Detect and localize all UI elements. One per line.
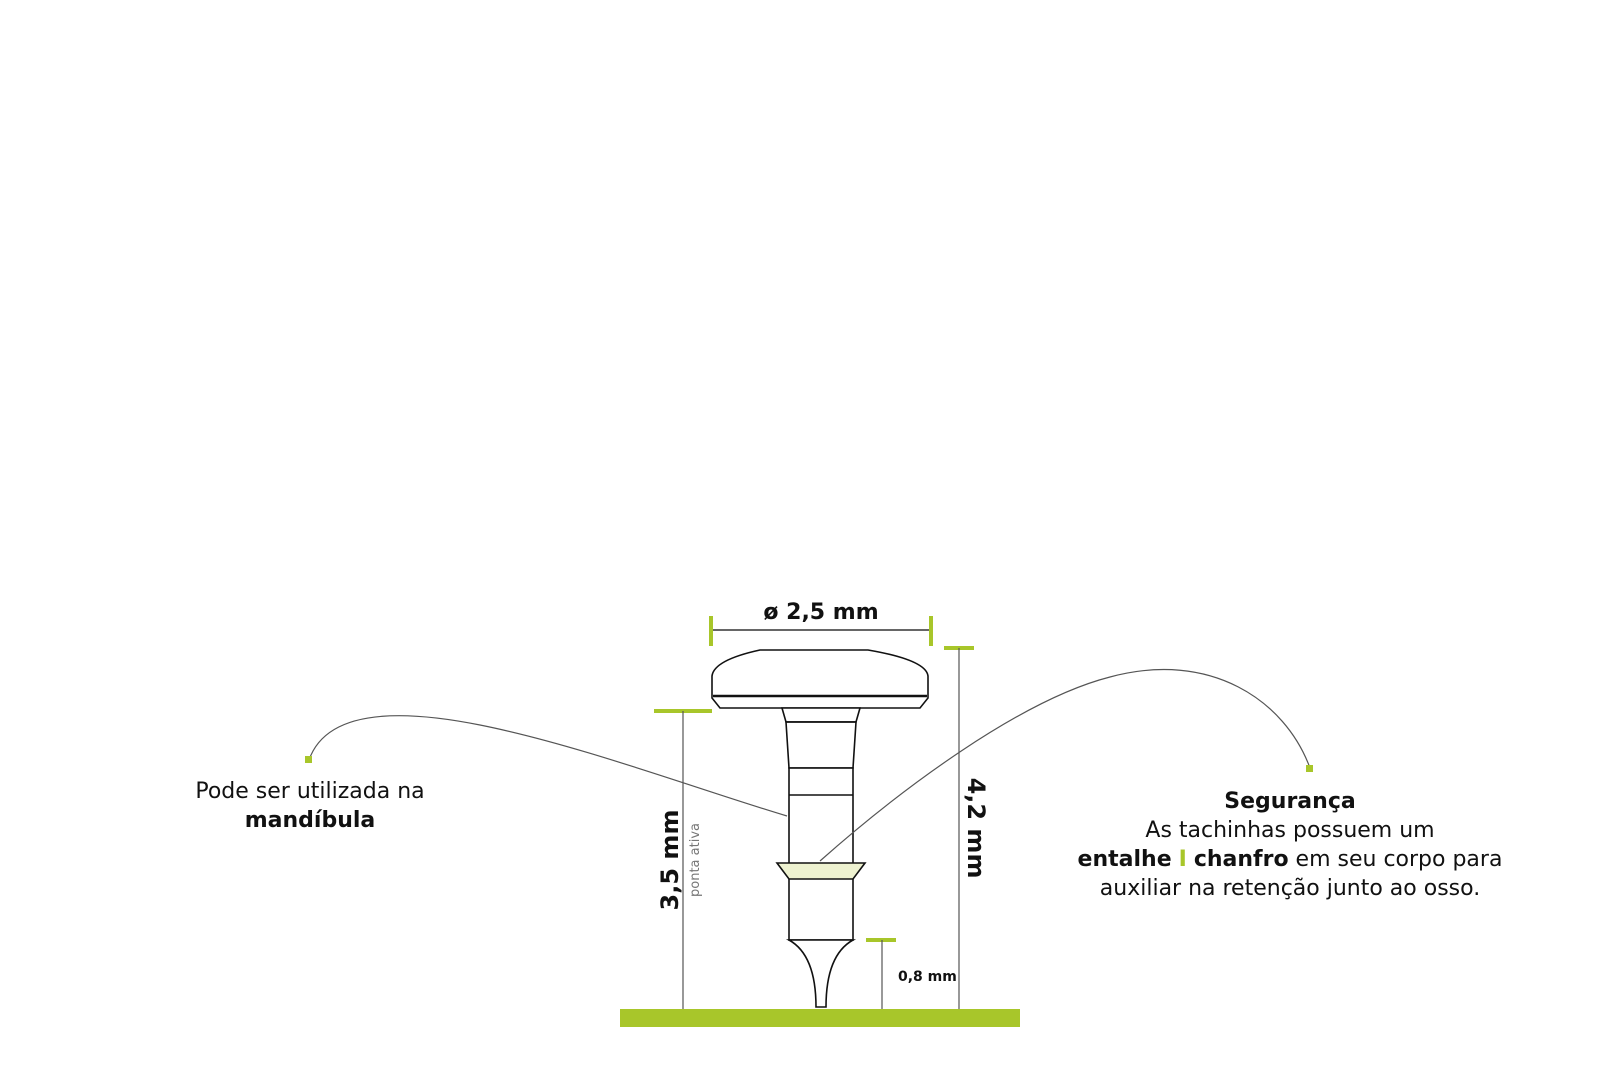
tip-length-dimension [866, 938, 896, 1009]
left-caption: Pode ser utilizada na mandíbula [170, 777, 450, 835]
right-caption-separator: I [1178, 847, 1187, 872]
right-caption-line2: entalhe I chanfro em seu corpo para [1070, 845, 1510, 874]
left-callout-line [308, 715, 788, 817]
right-caption: Segurança As tachinhas possuem um entalh… [1070, 787, 1510, 903]
right-caption-line2-rest: em seu corpo para [1288, 847, 1503, 872]
tack-neck [780, 707, 862, 723]
right-caption-line3: auxiliar na retenção junto ao osso. [1099, 876, 1481, 901]
ground-bar [620, 1009, 1020, 1027]
left-callout-dot [305, 756, 312, 763]
tack-head [711, 649, 929, 709]
head-diameter-label: ø 2,5 mm [763, 600, 878, 625]
right-caption-line1: As tachinhas possuem um [1145, 818, 1435, 843]
right-caption-chanfro: chanfro [1193, 847, 1289, 872]
tack-pin [711, 649, 929, 1008]
active-tip-note: ponta ativa [688, 823, 703, 897]
left-caption-line2: mandíbula [244, 808, 376, 833]
total-length-label: 4,2 mm [962, 778, 990, 879]
tip-length-label: 0,8 mm [898, 969, 957, 985]
active-tip-dimension [654, 709, 712, 1009]
tack-shaft [788, 767, 854, 941]
right-caption-entalhe: entalhe [1077, 847, 1172, 872]
head-diameter-dimension [709, 616, 933, 646]
active-tip-label: 3,5 mm [656, 810, 684, 911]
tack-upper-shaft [785, 721, 857, 769]
right-callout-line [819, 668, 1311, 862]
callout-lines [308, 668, 1311, 862]
right-callout-dot [1306, 765, 1313, 772]
tack-tip [785, 939, 857, 1008]
right-caption-title: Segurança [1224, 789, 1356, 814]
tack-chamfer [775, 862, 867, 880]
total-length-dimension [944, 646, 974, 1009]
left-caption-line1: Pode ser utilizada na [195, 779, 425, 804]
